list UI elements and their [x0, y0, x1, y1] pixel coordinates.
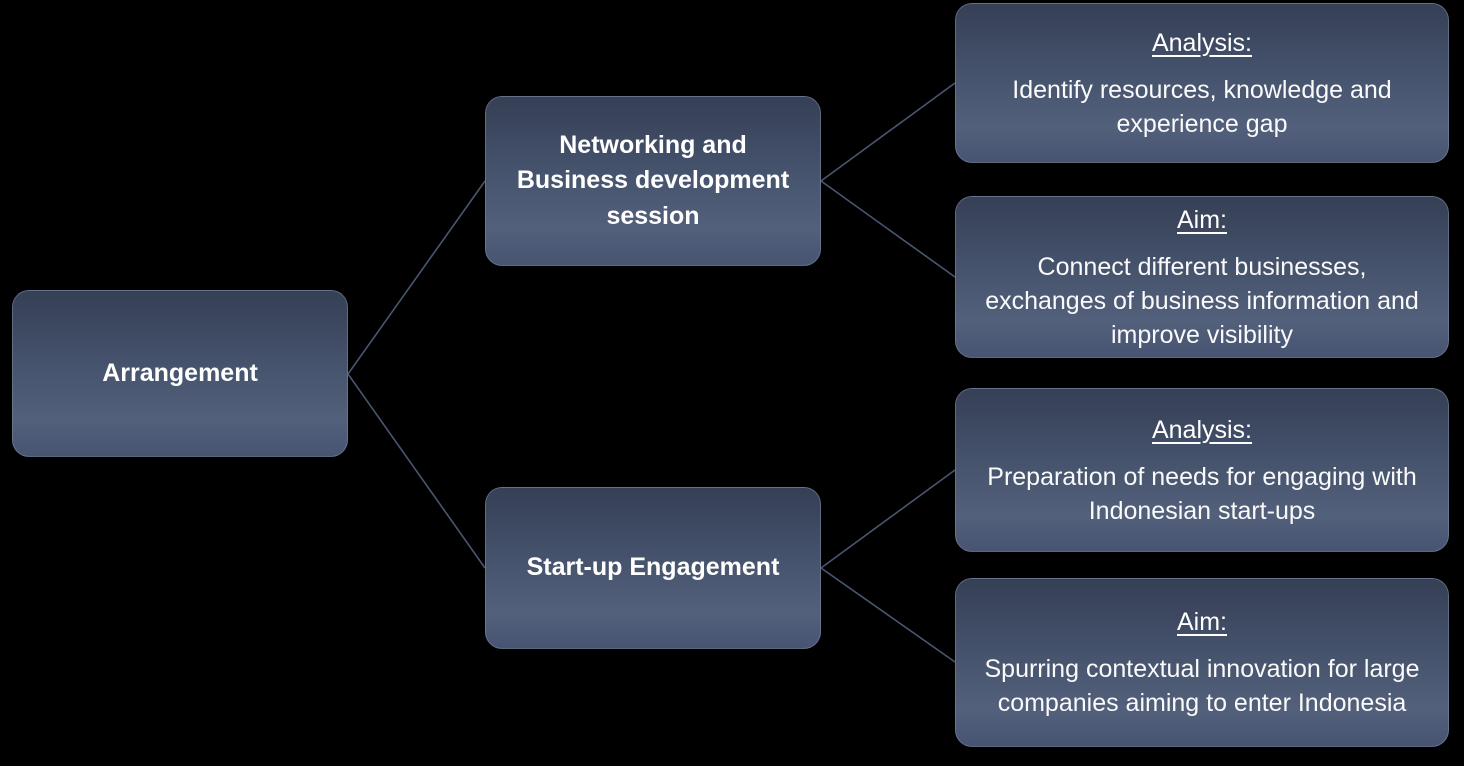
connector-branch1-to-leaf10 [820, 469, 956, 569]
node-startup-analysis: Analysis: Preparation of needs for engag… [955, 388, 1449, 552]
node-startup-aim: Aim: Spurring contextual innovation for … [955, 578, 1449, 747]
node-networking-session: Networking and Business development sess… [485, 96, 821, 266]
connector-branch1-to-leaf11 [820, 567, 956, 663]
networking-analysis-heading: Analysis: [1151, 28, 1253, 57]
connector-root-to-branch-0 [347, 180, 486, 375]
node-startup-engagement: Start-up Engagement [485, 487, 821, 649]
node-arrangement: Arrangement [12, 290, 348, 457]
connector-branch0-to-leaf00 [820, 82, 956, 182]
node-networking-session-label: Networking and Business development sess… [516, 130, 790, 230]
node-arrangement-label: Arrangement [102, 358, 258, 387]
startup-aim-body: Spurring contextual innovation for large… [984, 655, 1420, 717]
startup-analysis-heading: Analysis: [1151, 415, 1253, 444]
networking-aim-body: Connect different businesses, exchanges … [985, 252, 1419, 349]
connector-root-to-branch-1 [347, 373, 486, 569]
networking-analysis-body: Identify resources, knowledge and experi… [1012, 75, 1392, 138]
connector-branch0-to-leaf01 [820, 180, 956, 278]
startup-analysis-body: Preparation of needs for engaging with I… [987, 462, 1417, 525]
node-networking-aim: Aim: Connect different businesses, excha… [955, 196, 1449, 358]
networking-aim-heading: Aim: [1177, 205, 1227, 234]
node-networking-analysis: Analysis: Identify resources, knowledge … [955, 3, 1449, 163]
startup-aim-heading: Aim: [1177, 608, 1227, 636]
node-startup-engagement-label: Start-up Engagement [526, 553, 780, 582]
